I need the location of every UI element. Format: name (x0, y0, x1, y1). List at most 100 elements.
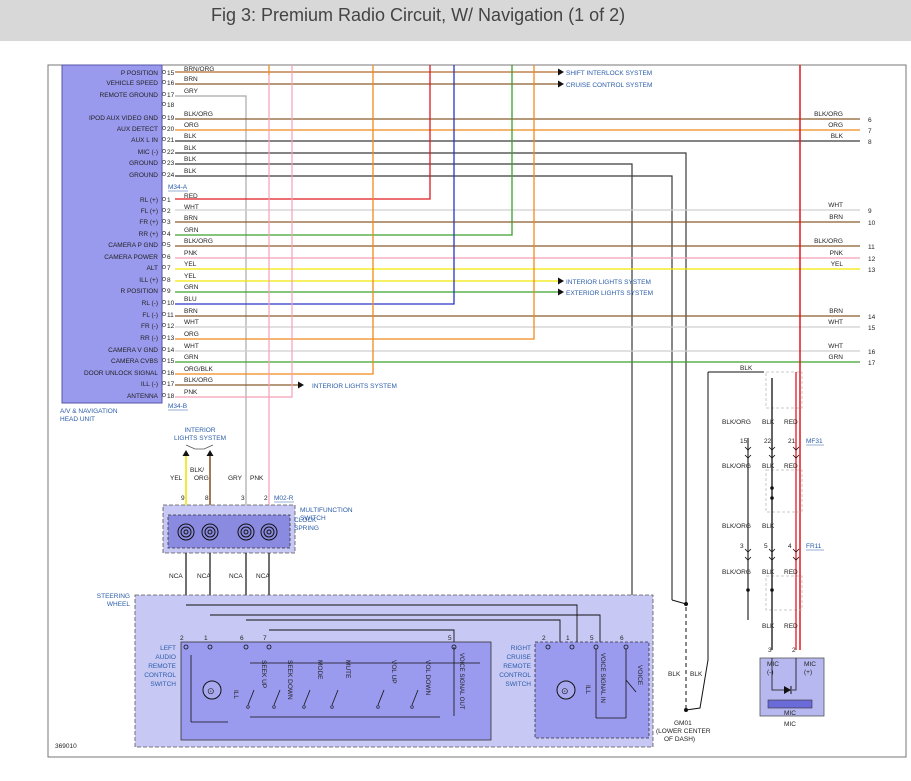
switch-label: ILL (584, 685, 591, 694)
pin-number: 15 (740, 438, 748, 445)
wire-label: ORG/BLK (184, 366, 214, 373)
pin-number: 3 (241, 495, 245, 502)
clock-spring-coil (240, 526, 252, 538)
diagram-frame (47, 64, 907, 758)
pin-name: RR (+) (139, 231, 158, 238)
wire-ground-23 (175, 163, 633, 600)
wire-label: YEL (170, 475, 183, 482)
wire-rl-plus (175, 65, 431, 200)
clock-spring-coil (204, 526, 216, 538)
switch-node (410, 705, 414, 709)
pin-terminal (162, 149, 166, 153)
wire-rr-plus (175, 65, 513, 236)
pin-terminal (162, 160, 166, 164)
wire-label: YEL (184, 261, 197, 268)
pin-terminal (162, 126, 166, 130)
left-audio-label: CONTROL (144, 672, 176, 679)
wire-label: BLK (184, 156, 197, 163)
wire-label: GRN (184, 354, 199, 361)
bracket (185, 444, 214, 450)
steering-wheel-label: WHEEL (107, 601, 131, 608)
pin-terminal (162, 312, 166, 316)
pin-number: 4 (788, 543, 792, 550)
wire-label: GRY (184, 88, 199, 95)
wire-label: BLK/ORG (722, 419, 751, 426)
wire-number: 7 (868, 128, 872, 135)
pin-terminal (162, 335, 166, 339)
connector-m34a: M34-A (168, 184, 188, 191)
wire-label: BLK/ORG (184, 111, 213, 118)
ground-desc: OF DASH) (664, 736, 695, 743)
pin-number: 10 (167, 300, 175, 307)
connector-chevron (744, 446, 752, 451)
left-audio-label: AUDIO (155, 654, 176, 661)
pin-number: 9 (181, 495, 185, 502)
pin-number: 16 (167, 80, 175, 87)
pin-name: AUX DETECT (117, 126, 158, 133)
pin-number: 17 (167, 92, 175, 99)
pin-number: 7 (263, 635, 267, 642)
switch-label: VOL UP (390, 660, 397, 684)
wire-label: GRN (829, 354, 844, 361)
wire-number: 17 (868, 360, 876, 367)
pin-number: 20 (167, 126, 175, 133)
wire-label: ORG (184, 331, 199, 338)
wire-label: RED (784, 569, 798, 576)
connector-chevron (792, 556, 800, 561)
pin-terminal (569, 644, 575, 650)
pin-number: 8 (205, 495, 209, 502)
pin-number: 13 (167, 335, 175, 342)
wire-label: GRN (184, 284, 199, 291)
wire-label: BLK/ORG (722, 463, 751, 470)
switch-label: MUTE (344, 660, 351, 679)
diagram-id: 369010 (55, 743, 77, 750)
wire-crossover (246, 619, 561, 642)
pin-number: 2 (542, 635, 546, 642)
switch-label: VOICE SIGNAL OUT (458, 653, 464, 710)
pin-terminal (162, 265, 166, 269)
wire-rl-minus (175, 65, 455, 305)
splice-box (765, 371, 803, 409)
clock-spring-coil (180, 526, 192, 538)
wire-ground-24 (175, 175, 673, 600)
clock-spring-coil (207, 529, 213, 535)
clock-spring-coil (266, 529, 272, 535)
pin-number: 14 (167, 347, 175, 354)
multifunction-label: SWITCH (300, 515, 326, 522)
wire-label: PNK (184, 250, 198, 257)
pin-number: 1 (204, 635, 208, 642)
pin-name: VEHICLE SPEED (106, 80, 158, 87)
connector-chevron (768, 454, 776, 459)
clock-spring-label: CLOCK (294, 517, 317, 524)
clock-spring-coil (177, 523, 195, 541)
pin-terminal (162, 197, 166, 201)
page-title: Fig 3: Premium Radio Circuit, W/ Navigat… (211, 5, 626, 25)
switch-contact (377, 689, 385, 706)
wire-number: 11 (868, 244, 875, 251)
arrow-icon (558, 288, 564, 296)
switch-node (246, 705, 250, 709)
arrow-icon (558, 68, 564, 76)
nca-label: NCA (229, 573, 243, 580)
pin-name: GROUND (129, 160, 158, 167)
pin-terminal (162, 219, 166, 223)
switch-contact (247, 689, 255, 706)
pin-name: FL (-) (142, 312, 158, 319)
wire-label: PNK (184, 389, 198, 396)
pin-number: 12 (167, 323, 175, 330)
connector-chevron (744, 556, 752, 561)
right-cruise-label: RIGHT (511, 645, 531, 652)
pin-terminal (162, 242, 166, 246)
pin-number: 22 (764, 438, 772, 445)
left-audio-switch-box (180, 641, 492, 741)
head-unit-box (61, 64, 163, 404)
left-audio-label: REMOTE (148, 663, 176, 670)
system-label: INTERIOR (184, 427, 215, 434)
pin-name: FL (+) (141, 208, 158, 215)
switch-node (330, 705, 334, 709)
switch-node (272, 705, 276, 709)
pin-number: 2 (180, 635, 184, 642)
connector-chevron (744, 454, 752, 459)
pin-number: 18 (167, 102, 175, 109)
